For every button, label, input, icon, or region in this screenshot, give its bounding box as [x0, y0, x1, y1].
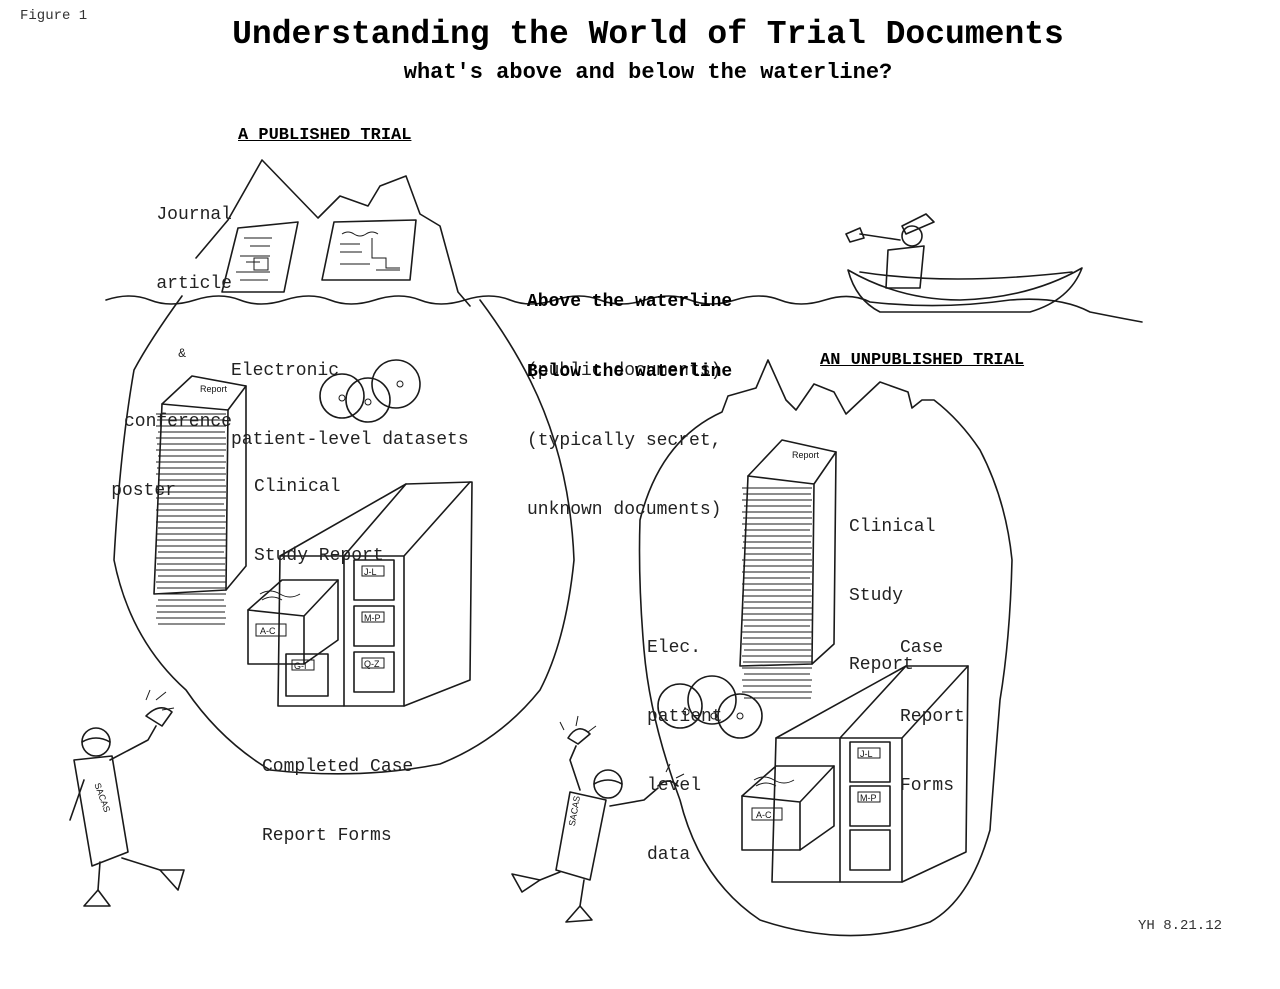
boat-with-observer — [845, 213, 1083, 313]
waterline — [105, 295, 1143, 323]
diver-tank-label: SACAS — [92, 781, 112, 813]
csr-stack-label: Report — [200, 384, 228, 394]
unpub-drawer-ac-label: A-C — [756, 810, 772, 820]
published-csr-label: Clinical Study Report — [254, 477, 384, 566]
published-iceberg-body — [113, 295, 575, 775]
unpublished-iceberg — [638, 359, 1013, 937]
drawer-jl-label: J-L — [364, 567, 377, 577]
unpub-drawer-jl-label: J-L — [860, 749, 873, 759]
author-signature: YH 8.21.12 — [1138, 918, 1223, 934]
unpublished-elec-label: Elec. patient level data — [647, 638, 723, 865]
drawer-ac-label: A-C — [260, 626, 276, 636]
unpublished-data-discs — [657, 675, 763, 739]
unpublished-csr-label: Clinical Study Report — [849, 517, 936, 675]
unpublished-filing-cabinet: J-L M-P A-C — [741, 665, 969, 883]
published-csr-stack: Report — [153, 375, 247, 625]
below-waterline-label: Below the waterline (typically secret, u… — [527, 362, 733, 520]
page-title: Understanding the World of Trial Documen… — [232, 16, 1064, 53]
drawer-mp-label: M-P — [364, 613, 381, 623]
conference-poster-icon — [321, 219, 417, 281]
figure-label: Figure 1 — [20, 8, 88, 24]
drawer-gi-label: G-I — [294, 661, 307, 671]
journal-article-icon — [221, 221, 299, 293]
drawer-qz-label: Q-Z — [364, 659, 380, 669]
unpublished-diver: SACAS — [511, 715, 685, 923]
published-filing-cabinet: J-L M-P Q-Z A-C G-I — [247, 481, 473, 707]
unpub-drawer-mp-label: M-P — [860, 793, 877, 803]
unpublished-trial-heading: AN UNPUBLISHED TRIAL — [820, 351, 1025, 370]
journal-label: Journal article & conference poster — [111, 205, 232, 501]
datasets-label: Electronic patient-level datasets — [231, 361, 469, 450]
unpublished-crf-label: Case Report Forms — [900, 638, 965, 796]
published-diver: SACAS — [69, 689, 185, 907]
published-iceberg-tip — [195, 159, 471, 307]
unpublished-csr-stack: Report — [739, 439, 837, 699]
above-waterline-label: Above the waterline (public documents) — [527, 292, 733, 381]
published-crf-label: Completed Case Report Forms — [262, 757, 414, 846]
patient-datasets-discs — [319, 359, 421, 423]
page-subtitle: what's above and below the waterline? — [403, 60, 893, 85]
unpub-csr-stack-label: Report — [792, 450, 820, 460]
published-trial-heading: A PUBLISHED TRIAL — [238, 126, 412, 145]
